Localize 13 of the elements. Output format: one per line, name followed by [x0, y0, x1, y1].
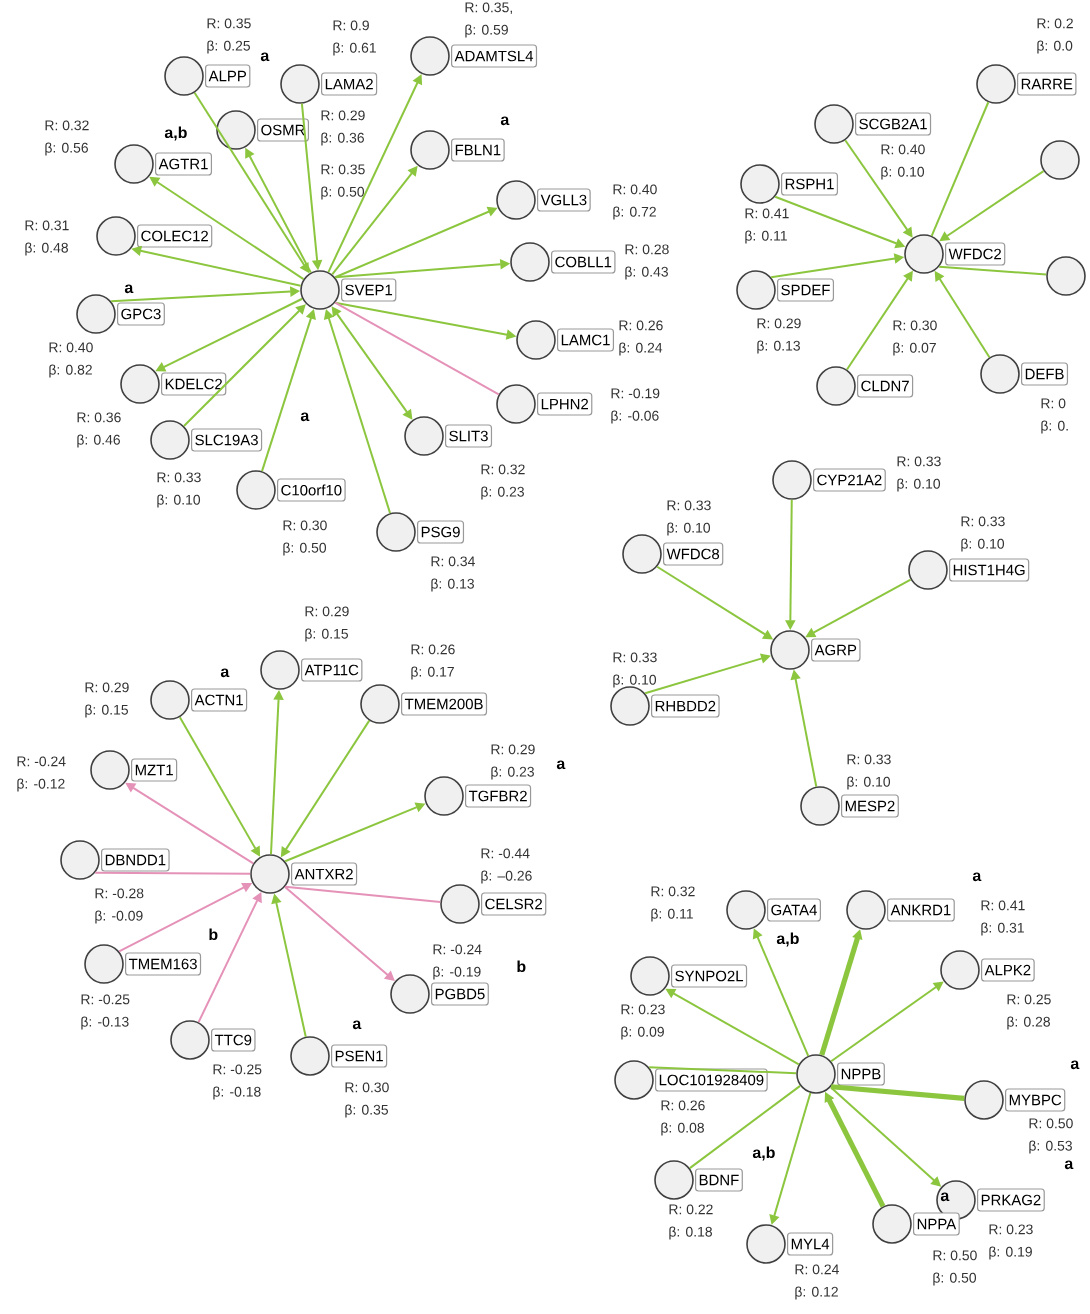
arrow [183, 304, 306, 427]
connector-line [830, 1084, 965, 1101]
circle [1040, 140, 1080, 180]
connector-line [938, 265, 1048, 276]
arrow [331, 306, 413, 420]
circle [1046, 256, 1086, 296]
connector-line [284, 885, 442, 904]
connector-line [334, 301, 500, 396]
connector-line [94, 871, 252, 875]
connector-line [930, 101, 990, 237]
connector-line [648, 1066, 798, 1075]
arrow [327, 74, 423, 274]
connector-line [688, 1084, 802, 1170]
